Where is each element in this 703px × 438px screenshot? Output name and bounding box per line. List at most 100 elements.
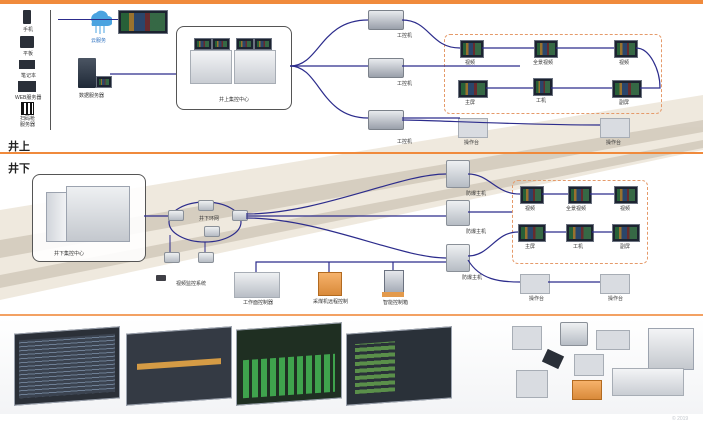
surface-screen-2 <box>533 78 553 96</box>
ipc-label-1: 工控机 <box>397 33 413 39</box>
laptop-icon <box>19 60 35 69</box>
underground-display-group <box>512 180 648 264</box>
ipc-label-3: 工控机 <box>397 139 413 145</box>
enclosure-2 <box>446 200 470 226</box>
data-server-label: 数据服务器 <box>79 93 105 99</box>
product-6 <box>574 354 604 376</box>
cabin-side <box>66 186 130 242</box>
left-device-column: 手机 平板 笔记本 WEB服务器 扫码枪服务器 <box>12 10 46 130</box>
cloud-monitor-screen <box>118 10 168 34</box>
underground-camera-label-3: 视频 <box>620 206 631 212</box>
desk-body-right <box>234 50 276 84</box>
smart-control-label: 智能控制箱 <box>383 300 409 306</box>
underground-camera-label-2: 全景视频 <box>566 206 587 212</box>
surface-screen-label-1: 主屏 <box>465 100 476 106</box>
underground-camera-3 <box>614 186 638 204</box>
underground-console-label-1: 操作台 <box>529 296 545 302</box>
server-monitor <box>96 76 112 88</box>
enclosure-1 <box>446 160 470 188</box>
workface-controller <box>234 272 280 298</box>
enclosure-label-1: 防爆主机 <box>466 191 487 197</box>
surface-camera-2 <box>534 40 558 58</box>
enclosure-3 <box>446 244 470 272</box>
underground-control-center-label: 井下集控中心 <box>54 251 85 257</box>
surface-control-center-label: 井上集控中心 <box>219 97 250 103</box>
phone-icon <box>23 10 31 24</box>
surface-camera-label-3: 视频 <box>619 60 630 66</box>
cloud-label: 云服务 <box>91 38 107 44</box>
ring-network-label: 井下环网 <box>199 216 220 222</box>
underground-screen-2 <box>566 224 594 242</box>
workface-controller-label: 工作面控制器 <box>243 300 274 306</box>
smart-control-base <box>382 292 404 297</box>
link-cloud-monitor <box>58 19 118 20</box>
ring-switch-2 <box>198 200 214 211</box>
control-desk-illustration <box>190 34 276 84</box>
left-divider <box>50 10 51 130</box>
background-conveyor-image <box>0 95 703 300</box>
section-title-underground: 井下 <box>8 163 30 175</box>
screenshot-1-data <box>19 333 115 399</box>
screenshot-2-data <box>137 358 221 370</box>
device-label-phone: 手机 <box>23 27 34 33</box>
ipc-label-2: 工控机 <box>397 81 413 87</box>
product-9 <box>612 368 684 396</box>
ring-switch-1 <box>168 210 184 221</box>
surface-network-links <box>110 19 661 126</box>
underground-screen-3 <box>612 224 640 242</box>
surface-camera-3 <box>614 40 638 58</box>
surface-camera-1 <box>460 40 484 58</box>
watermark: © 2019 <box>672 416 689 422</box>
surface-display-group <box>444 34 662 114</box>
desk-screen-2 <box>212 38 230 50</box>
underground-console-2 <box>600 274 630 294</box>
device-label-web-server: WEB服务器 <box>15 95 42 101</box>
ring-switch-6 <box>198 252 214 263</box>
underground-camera-2 <box>568 186 592 204</box>
desk-screen-3 <box>236 38 254 50</box>
surface-console-label-1: 操作台 <box>464 140 480 146</box>
product-2 <box>560 322 588 346</box>
device-label-laptop: 笔记本 <box>21 73 37 79</box>
surface-screen-label-2: 工机 <box>536 98 547 104</box>
top-accent-bar <box>0 0 703 4</box>
software-screenshot-2 <box>126 326 232 406</box>
surface-camera-label-2: 全景视频 <box>533 60 554 66</box>
ipc-2 <box>368 58 404 78</box>
surface-screen-1 <box>458 80 488 98</box>
surface-console-2 <box>600 118 630 138</box>
software-screenshot-4 <box>346 326 452 406</box>
product-7 <box>516 370 548 398</box>
underground-screen-label-3: 副屏 <box>620 244 631 250</box>
software-screenshot-1 <box>14 326 120 406</box>
underground-console-label-2: 操作台 <box>608 296 624 302</box>
underground-screen-label-2: 工机 <box>573 244 584 250</box>
shearer-remote-label: 采煤机远程控制 <box>313 299 349 305</box>
ring-switch-5 <box>164 252 180 263</box>
cloud-icon <box>86 8 113 41</box>
desk-screen-4 <box>254 38 272 50</box>
software-screenshot-3 <box>236 322 342 406</box>
desk-screen-1 <box>194 38 212 50</box>
device-label-qr: 扫码枪服务器 <box>20 116 36 128</box>
device-label-tablet: 平板 <box>23 51 34 57</box>
enclosure-label-3: 防爆主机 <box>462 275 483 281</box>
video-monitoring-label: 视频监控系统 <box>176 281 207 287</box>
product-4 <box>648 328 694 370</box>
screenshot-3-data <box>243 353 335 399</box>
underground-console-1 <box>520 274 550 294</box>
tablet-icon <box>20 36 34 48</box>
underground-screen-1 <box>518 224 546 242</box>
surface-camera-label-1: 视频 <box>465 60 476 66</box>
screenshot-4-data <box>355 341 395 395</box>
underground-camera-label-1: 视频 <box>525 206 536 212</box>
surface-screen-label-3: 副屏 <box>619 100 630 106</box>
surface-screen-3 <box>612 80 642 98</box>
product-1 <box>512 326 542 350</box>
product-3 <box>596 330 630 350</box>
section-title-surface: 井上 <box>8 141 30 153</box>
underground-screen-label-1: 主屏 <box>525 244 536 250</box>
camera-icon <box>156 275 166 281</box>
underground-camera-1 <box>520 186 544 204</box>
server-rack-icon <box>78 58 96 88</box>
